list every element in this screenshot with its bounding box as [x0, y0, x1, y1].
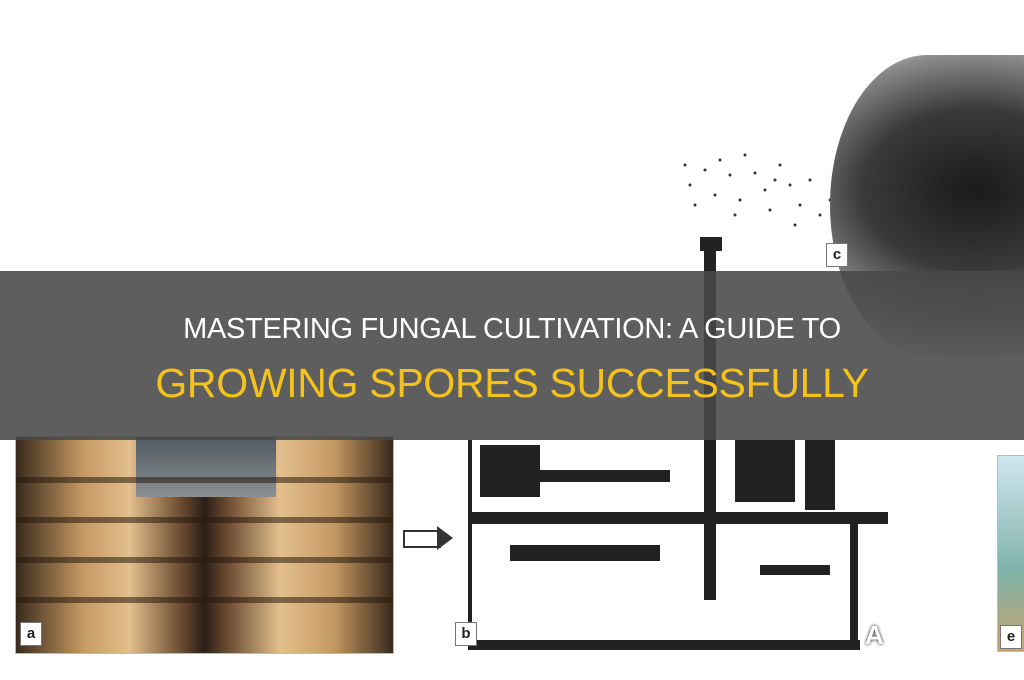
- headline-line-2: GROWING SPORES SUCCESSFULLY: [155, 360, 869, 406]
- arrow-head-icon: [437, 526, 453, 550]
- control-box: [805, 440, 835, 510]
- panel-label-c: c: [826, 243, 848, 267]
- shelf: [16, 557, 393, 563]
- landscape-photo: [997, 455, 1024, 652]
- spore-spray: [683, 153, 832, 227]
- watermark-logo: A: [865, 620, 884, 650]
- mushroom-farm-photo: [15, 436, 394, 654]
- table-top: [470, 512, 888, 524]
- right-leg: [850, 520, 858, 645]
- greenhouse-ceiling: [136, 437, 276, 497]
- panel-label-b: b: [455, 622, 477, 646]
- base-rail: [470, 640, 860, 650]
- duct: [540, 470, 670, 482]
- panel-label-a: a: [20, 622, 42, 646]
- fan-unit: [480, 445, 540, 497]
- heater: [760, 565, 830, 575]
- shelf: [16, 477, 393, 483]
- shelf: [16, 517, 393, 523]
- ac-unit: [735, 440, 795, 502]
- title-banner: [0, 271, 1024, 440]
- arrow-right-icon: [403, 530, 441, 548]
- tray: [510, 545, 660, 561]
- panel-label-e: e: [1000, 625, 1022, 649]
- spray-nozzle: [700, 237, 722, 251]
- headline-line-1: MASTERING FUNGAL CULTIVATION: A GUIDE TO: [183, 313, 841, 345]
- shelf: [16, 597, 393, 603]
- left-post: [468, 440, 472, 650]
